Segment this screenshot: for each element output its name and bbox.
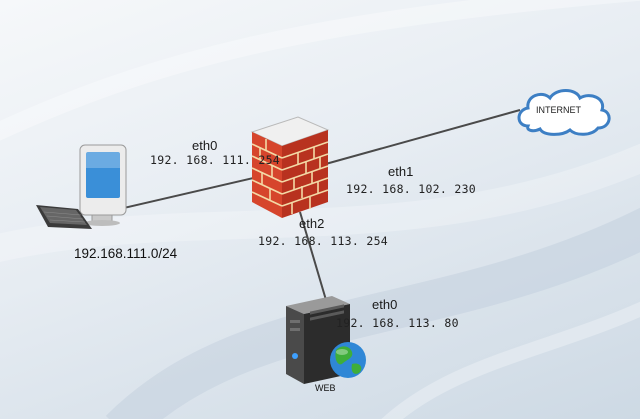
web-iface-name: eth0 <box>372 297 398 312</box>
firewall-brick-wall-icon <box>248 114 332 220</box>
link-firewall-web <box>299 211 327 301</box>
internet-iface-name: eth1 <box>388 164 414 179</box>
link-pc-firewall <box>114 175 263 211</box>
web-server-globe-icon <box>280 294 372 386</box>
web-label: WEB <box>315 383 336 393</box>
pc-subnet-label: 192.168.111.0/24 <box>74 246 178 261</box>
link-firewall-internet <box>321 109 521 166</box>
desktop-computer-icon <box>32 143 132 235</box>
dmz-iface-ip: 192. 168. 113. 254 <box>258 234 389 248</box>
pc-iface-ip: 192. 168. 111. 254 <box>150 153 281 167</box>
web-iface-ip: 192. 168. 113. 80 <box>336 316 459 330</box>
internet-iface-ip: 192. 168. 102. 230 <box>346 182 477 196</box>
cloud-icon: INTERNET <box>514 86 614 138</box>
dmz-iface-name: eth2 <box>299 216 325 231</box>
pc-iface-name: eth0 <box>192 138 218 153</box>
internet-label: INTERNET <box>536 105 581 115</box>
